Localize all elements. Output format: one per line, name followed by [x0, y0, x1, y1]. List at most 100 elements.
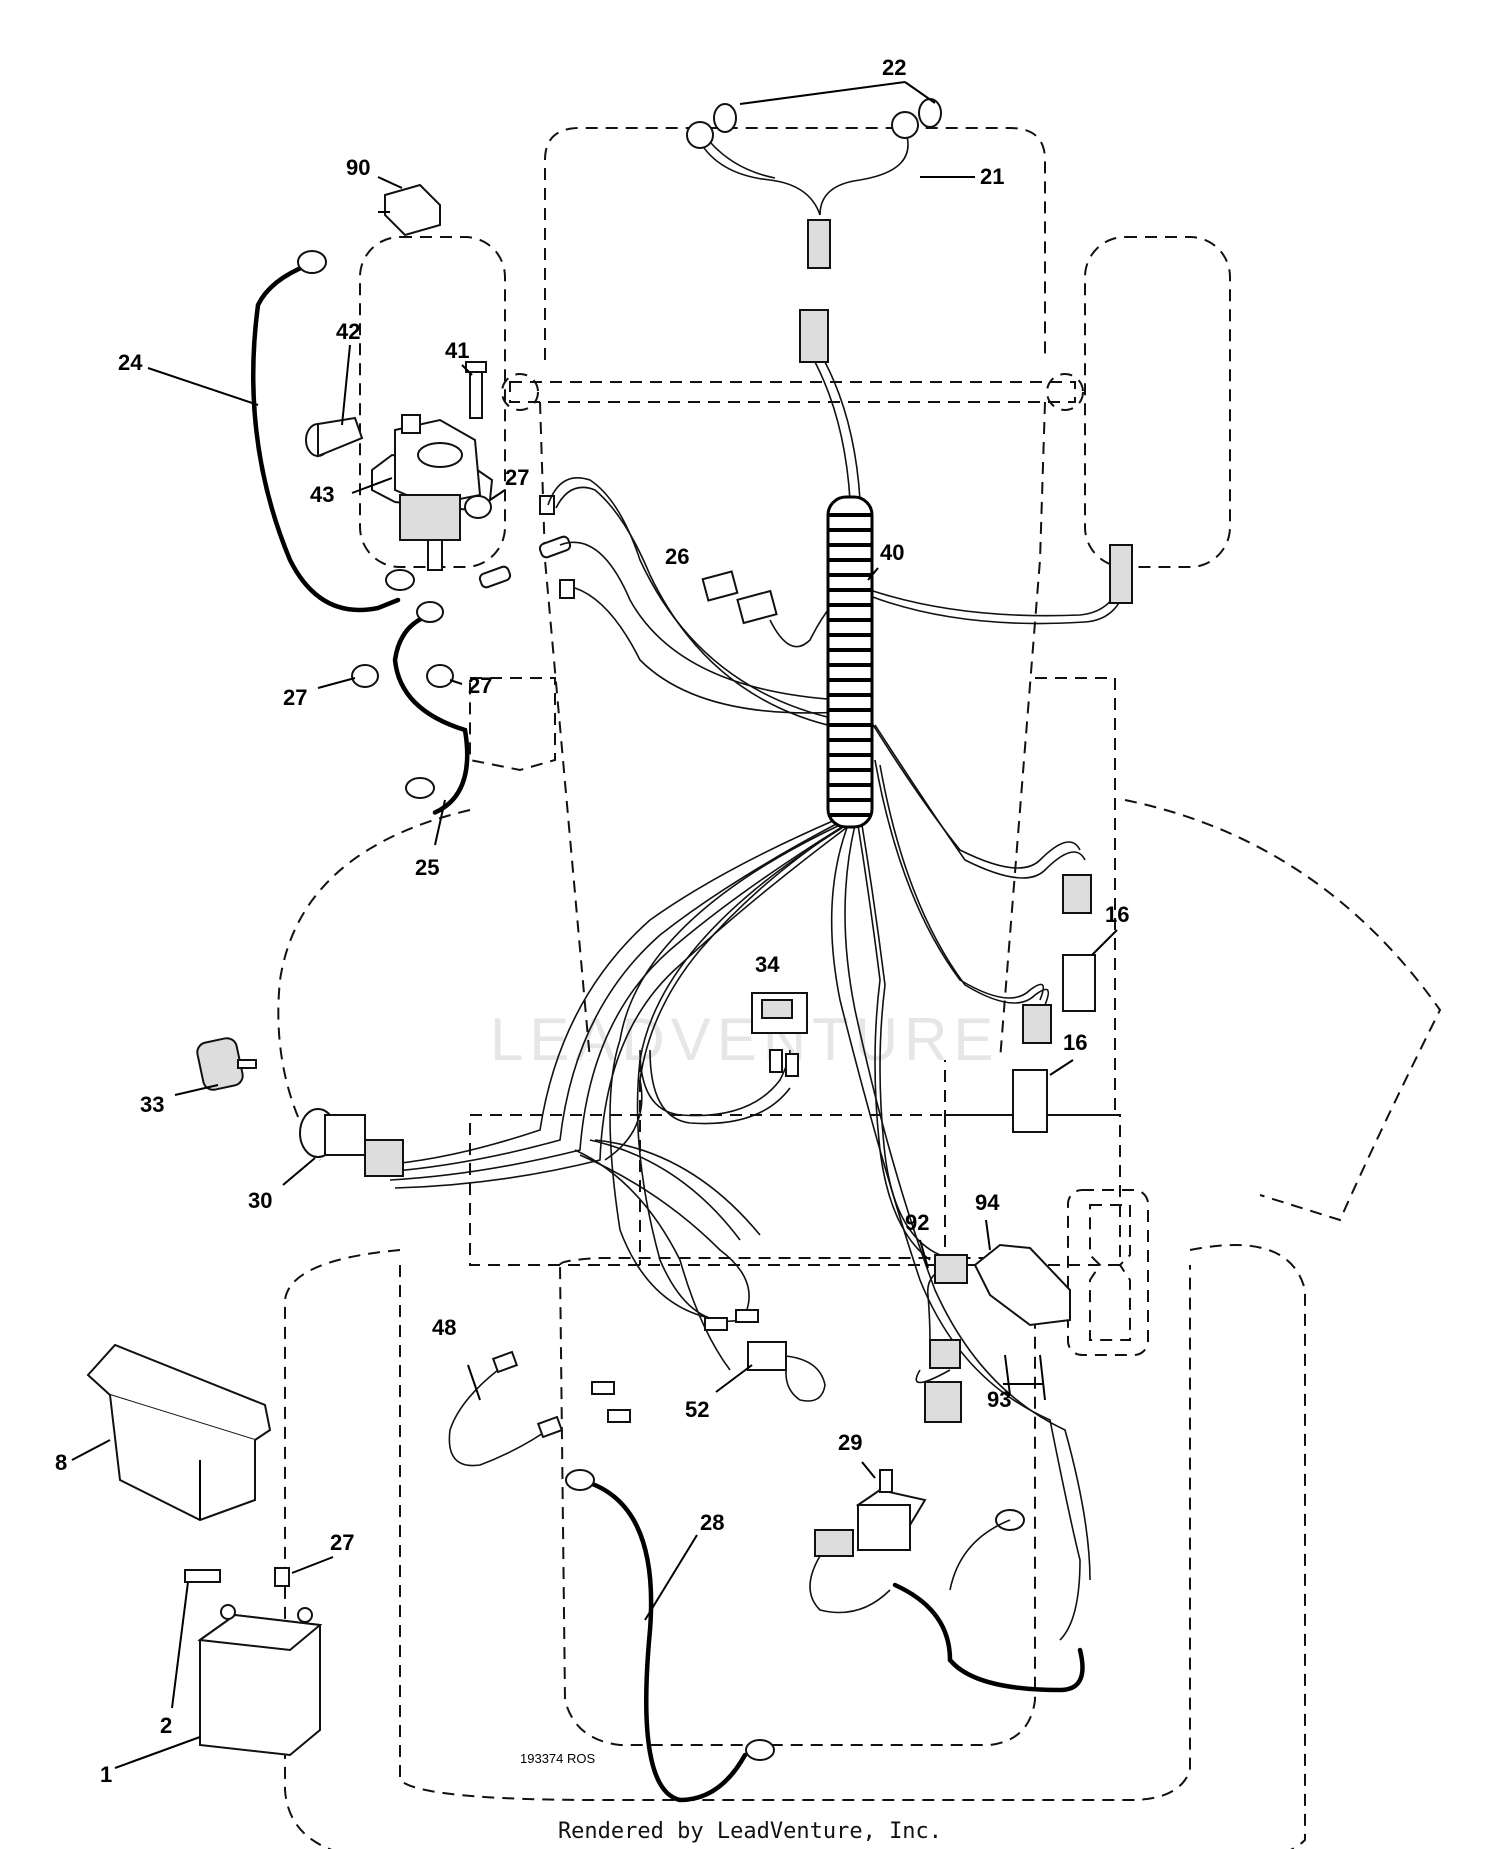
fuse-26: [701, 570, 739, 602]
callout-24: 24: [118, 350, 143, 375]
loom-40-body: [826, 495, 874, 829]
leader-27c: [449, 679, 463, 685]
callout-43: 43: [310, 482, 334, 507]
harness-wire-to-34-b: [649, 1049, 791, 1125]
headlight-wire-left: [699, 141, 821, 216]
callout-16a: 16: [1105, 902, 1129, 927]
callout-16b: 16: [1063, 1030, 1087, 1055]
leader-30: [282, 1157, 316, 1186]
watermark-text: LEADVENTURE: [490, 1006, 999, 1073]
harness-wire-4: [574, 587, 841, 714]
ground-cable-24: [251, 250, 401, 613]
battery-cable-28: [565, 1469, 775, 1803]
pto-29-wire: [809, 1555, 891, 1614]
harness-wire-to-92-b: [861, 824, 941, 1256]
connector-92-b: [929, 1339, 961, 1369]
switch-94-body: [973, 1243, 1071, 1327]
callout-8: 8: [55, 1450, 67, 1475]
connectors-16: [1012, 874, 1096, 1133]
footer-rendered-by: Rendered by LeadVenture, Inc.: [558, 1819, 942, 1844]
headlight-bulb-right: [918, 98, 942, 128]
inline-connector-d: [559, 579, 575, 599]
callout-29: 29: [838, 1430, 862, 1455]
callout-1: 1: [100, 1762, 112, 1787]
harness-wire-1: [547, 477, 841, 721]
cable-24-path: [251, 262, 401, 613]
ignition-switch-30: [299, 1108, 404, 1177]
starter-solenoid-43: [371, 414, 494, 571]
solenoid-cap: [417, 442, 463, 468]
harness-fan-1: [379, 819, 836, 1166]
cable-25-path: [392, 612, 470, 815]
bolt-41-head: [465, 361, 487, 373]
harness-fan-7: [594, 1139, 761, 1236]
leader-24: [147, 367, 259, 406]
pto-29-plug: [814, 1529, 854, 1557]
callout-93: 93: [987, 1387, 1011, 1412]
frame-right-rail: [999, 401, 1046, 1061]
headlight-wire-left-2: [709, 141, 776, 179]
inline-connector-b: [538, 535, 572, 559]
battery-1-terminal-neg: [220, 1604, 236, 1620]
nut-27-upper: [464, 495, 492, 519]
part-52: [747, 1341, 826, 1402]
cable-28-path: [577, 1477, 748, 1803]
rear-fender-outline: [399, 1265, 1191, 1801]
nut-27-left: [351, 664, 379, 688]
connector-92-c: [924, 1381, 962, 1423]
terminal-b: [607, 1409, 631, 1423]
headlight-right: [891, 111, 919, 139]
harness-fan-to-48-b: [636, 827, 843, 1322]
inline-connector-a: [478, 565, 512, 589]
leader-48: [467, 1364, 481, 1401]
cable-24-ring-top: [297, 250, 327, 274]
deck-left-outline: [277, 809, 471, 1161]
solenoid-lower-body: [399, 494, 461, 541]
callout-94: 94: [975, 1190, 1000, 1215]
harness-fan-to-52-b: [579, 1154, 750, 1316]
harness-wire-to-16a: [869, 719, 1081, 869]
terminal-c: [704, 1317, 728, 1331]
harness-fan-to-52: [574, 1149, 731, 1371]
cable-24-ring-bottom: [385, 569, 415, 591]
solenoid-terminal: [427, 539, 443, 571]
switch-34-terminal-b: [785, 1053, 799, 1077]
part-52-loop: [785, 1355, 826, 1402]
rear-body-top-outline: [469, 1114, 1121, 1266]
headlight-bulb-left: [713, 103, 737, 133]
bolt-41: [465, 361, 487, 419]
loop-48-terminal-b: [536, 1415, 564, 1439]
leader-8: [71, 1439, 111, 1461]
right-front-connector: [1109, 544, 1133, 604]
callout-41: 41: [445, 338, 469, 363]
nut-27-battery: [274, 1567, 290, 1587]
bolt-2: [184, 1569, 221, 1583]
leader-90: [377, 176, 403, 189]
callout-27c: 27: [468, 673, 492, 698]
deck-right-outline: [1124, 799, 1442, 1222]
battery-1-terminal-pos: [297, 1607, 313, 1623]
callout-26: 26: [665, 544, 689, 569]
harness-wire-to-92: [857, 824, 931, 1261]
nut-27-right: [426, 664, 454, 688]
solenoid-tab: [401, 414, 421, 434]
battery-1-top: [197, 1613, 323, 1652]
key-33-blade: [237, 1059, 257, 1069]
connector-92-a: [934, 1254, 968, 1284]
lift-lever-outline-outer: [1067, 1189, 1149, 1356]
terminal-boot-42: [305, 416, 364, 458]
wire-loop-48: [448, 1350, 564, 1467]
harness-wire-to-right: [869, 584, 1121, 617]
leader-1: [114, 1736, 201, 1769]
callout-27a: 27: [505, 465, 529, 490]
part-90-body: [384, 183, 441, 237]
headlight-left: [686, 121, 714, 149]
leader-16b: [1049, 1059, 1074, 1076]
cable-25: [385, 569, 470, 815]
pto-29-ground-wire: [949, 1519, 1011, 1591]
callout-leaders: [71, 81, 1118, 1769]
terminal-a: [591, 1381, 615, 1395]
leader-42: [341, 344, 351, 426]
leader-27b: [317, 677, 356, 689]
